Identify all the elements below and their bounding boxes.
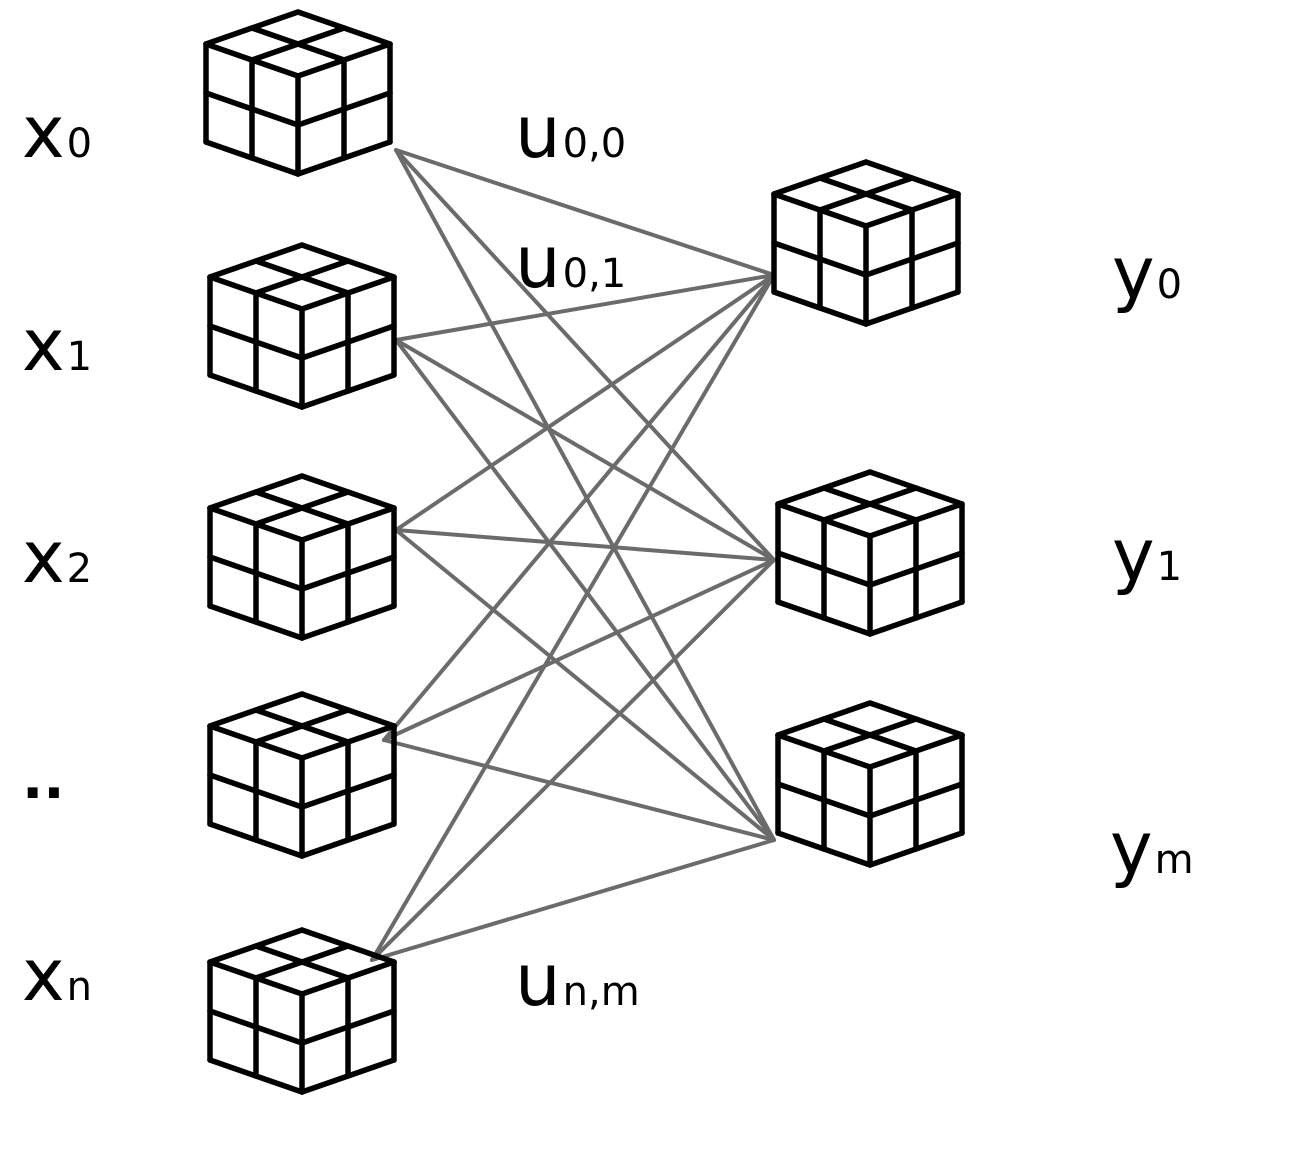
input-label-1: x1 bbox=[22, 303, 92, 387]
edge-1-0 bbox=[394, 273, 776, 342]
input-label-ellipsis: .. bbox=[22, 747, 65, 812]
edge-3-1 bbox=[382, 558, 776, 742]
edge-4-1 bbox=[370, 558, 776, 962]
edge-0-1 bbox=[394, 148, 776, 562]
output-label-m: ym bbox=[1110, 806, 1194, 890]
output-cube-icon-0 bbox=[771, 159, 961, 327]
input-cube-icon-3 bbox=[207, 691, 397, 859]
input-labels: x0 x1 x2 .. xn bbox=[22, 90, 92, 1017]
edge-1-1 bbox=[394, 338, 776, 562]
output-cube-icon-1 bbox=[775, 469, 965, 637]
edge-3-0 bbox=[382, 273, 776, 742]
edge-2-0 bbox=[394, 273, 776, 532]
output-label-0: y0 bbox=[1112, 231, 1182, 315]
weight-label-0-0: u0,0 bbox=[515, 90, 626, 174]
edge-0-0 bbox=[394, 148, 776, 277]
output-label-1: y1 bbox=[1112, 513, 1182, 597]
edge-4-2 bbox=[370, 838, 776, 962]
input-cube-icon-1 bbox=[207, 242, 397, 410]
input-label-n: xn bbox=[22, 933, 92, 1017]
edge-2-2 bbox=[394, 528, 776, 842]
weight-label-n-m: un,m bbox=[515, 938, 640, 1022]
edge-4-0 bbox=[370, 273, 776, 962]
edge-2-1 bbox=[394, 528, 776, 562]
output-labels: y0 y1 ym bbox=[1110, 231, 1194, 890]
output-cube-icon-2 bbox=[775, 700, 965, 868]
input-cube-icon-0 bbox=[203, 9, 393, 177]
input-cube-icon-4 bbox=[207, 927, 397, 1095]
connection-edges bbox=[370, 148, 776, 962]
weight-labels: u0,0 u0,1 un,m bbox=[515, 90, 640, 1022]
edge-3-2 bbox=[382, 738, 776, 842]
edge-1-2 bbox=[394, 338, 776, 842]
input-cube-icon-2 bbox=[207, 473, 397, 641]
edge-0-2 bbox=[394, 148, 776, 842]
weight-label-0-1: u0,1 bbox=[515, 220, 626, 304]
input-label-2: x2 bbox=[22, 515, 92, 599]
input-label-0: x0 bbox=[22, 90, 92, 174]
node-cubes bbox=[203, 9, 965, 1095]
